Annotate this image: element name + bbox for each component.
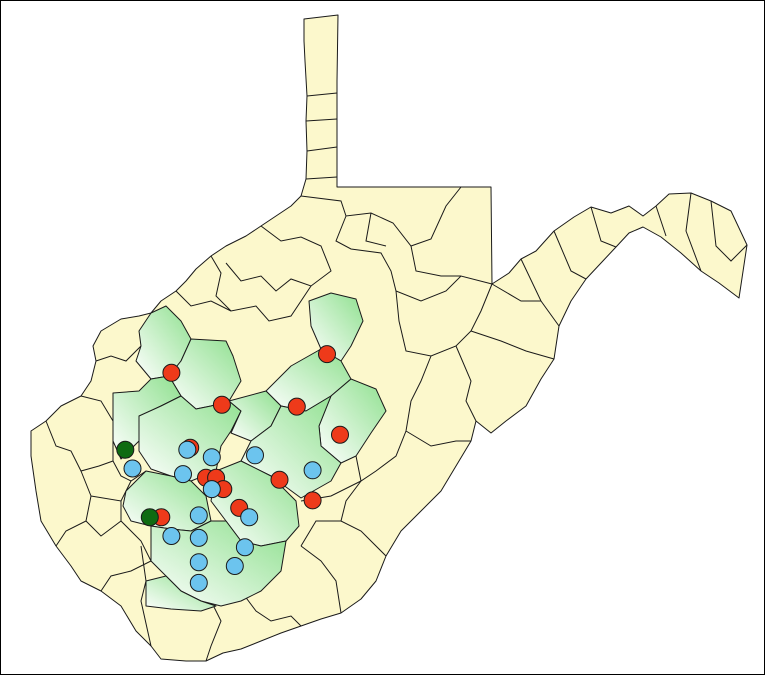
county-boundaries	[45, 92, 748, 662]
county-highlight	[308, 292, 364, 362]
blue-site-marker	[189, 528, 208, 547]
red-site-marker	[287, 397, 306, 416]
red-site-marker	[270, 470, 289, 489]
blue-site-marker	[202, 480, 221, 499]
blue-site-marker	[303, 461, 322, 480]
green-site-marker	[140, 508, 159, 527]
blue-site-marker	[240, 508, 259, 527]
blue-site-marker	[174, 465, 192, 484]
green-site-marker	[116, 440, 135, 459]
blue-site-marker	[123, 459, 142, 478]
red-site-marker	[331, 425, 349, 444]
county-highlight	[145, 575, 217, 612]
marker-layer	[116, 345, 349, 592]
blue-site-marker	[189, 553, 208, 572]
blue-site-marker	[189, 573, 208, 592]
blue-site-marker	[246, 446, 264, 465]
blue-site-marker	[225, 557, 244, 575]
red-site-marker	[212, 395, 231, 414]
blue-site-marker	[235, 538, 254, 557]
blue-site-marker	[202, 448, 221, 467]
red-site-marker	[318, 345, 336, 364]
blue-site-marker	[178, 440, 197, 459]
state-outline	[30, 14, 748, 662]
red-site-marker	[162, 363, 181, 382]
blue-site-marker	[162, 527, 181, 545]
blue-site-marker	[189, 506, 208, 525]
red-site-marker	[303, 491, 322, 510]
